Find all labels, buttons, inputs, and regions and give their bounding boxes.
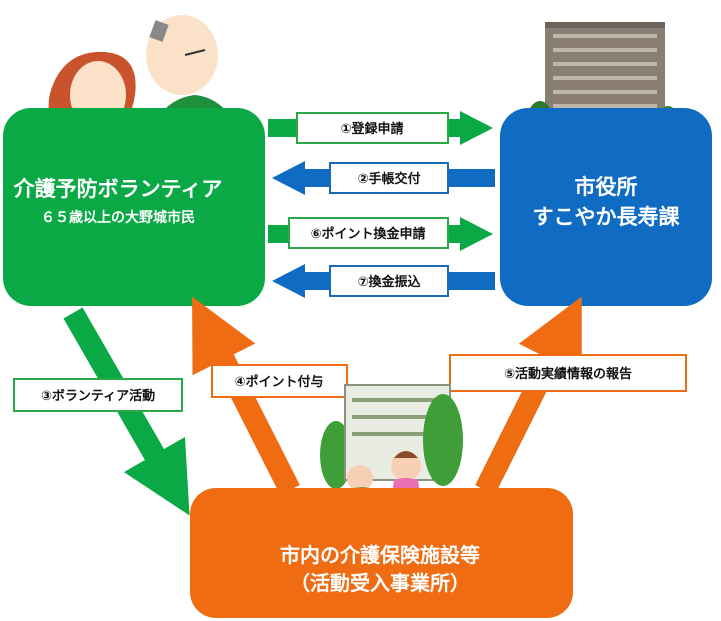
step2-text: ②手帳交付 (357, 171, 420, 187)
step6-text: ⑥ポイント換金申請 (310, 226, 425, 242)
arrow-facility-to-volunteer (192, 296, 300, 495)
volunteer-title: 介護予防ボランティア (13, 177, 223, 201)
volunteer-box (3, 108, 265, 306)
step1-label: ①登録申請 (296, 112, 449, 144)
city-office-line1: 市役所 (575, 175, 638, 199)
volunteer-subtitle: ６５歳以上の大野城市民 (41, 209, 195, 226)
step7-label: ⑦換金振込 (329, 265, 449, 297)
arrow-facility-to-city-office (475, 296, 582, 495)
step3-label: ③ボランティア活動 (13, 378, 183, 412)
facility-line1: 市内の介護保険施設等 (280, 543, 480, 567)
step4-label: ④ポイント付与 (211, 364, 348, 398)
city-office-box (500, 108, 712, 306)
step4-text: ④ポイント付与 (234, 374, 323, 390)
step2-label: ②手帳交付 (329, 162, 449, 194)
step5-label: ⑤活動実績情報の報告 (449, 354, 687, 392)
facility-box (190, 488, 573, 618)
step5-text: ⑤活動実績情報の報告 (504, 366, 632, 382)
step3-text: ③ボランティア活動 (41, 388, 155, 404)
step1-text: ①登録申請 (340, 121, 403, 137)
step6-label: ⑥ポイント換金申請 (288, 217, 449, 249)
city-office-line2: すこやか長寿課 (533, 205, 681, 229)
facility-line2: （活動受入事業所） (290, 571, 470, 595)
step7-text: ⑦換金振込 (357, 274, 421, 290)
